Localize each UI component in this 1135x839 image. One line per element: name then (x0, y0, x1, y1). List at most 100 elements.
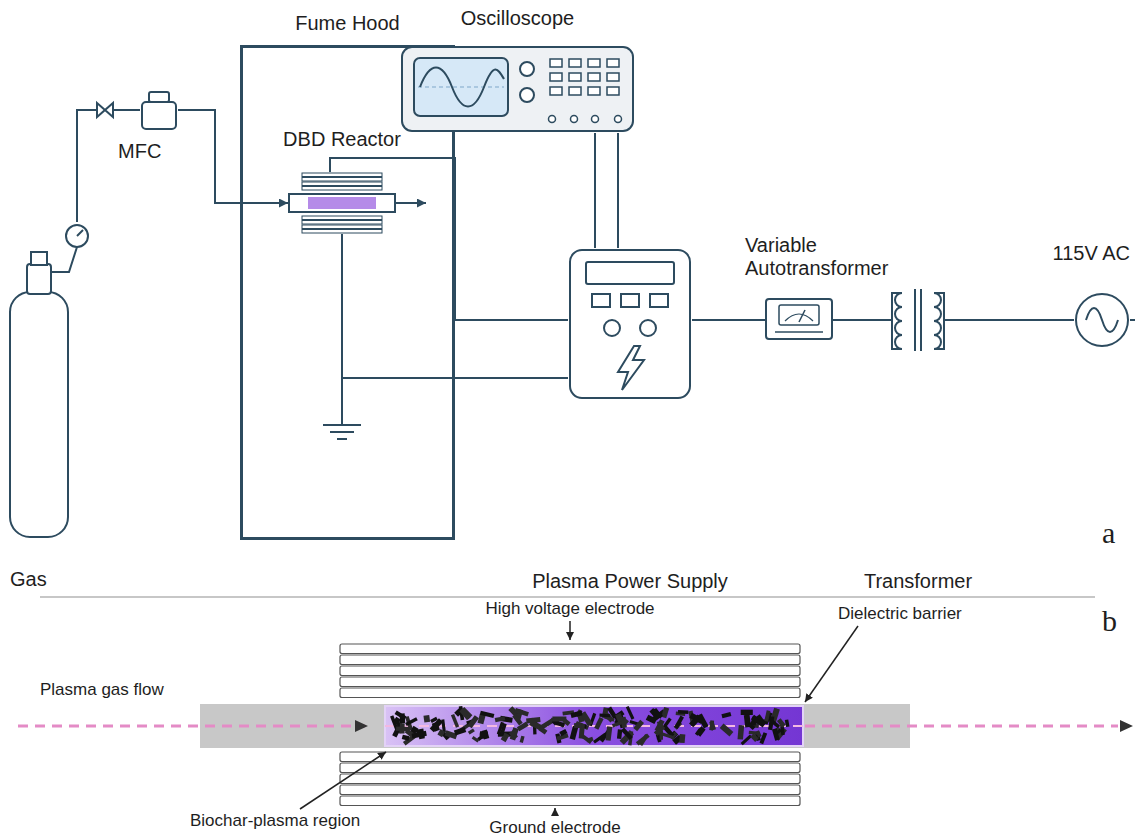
biochar-particle (520, 736, 525, 743)
node-label: DBD Reactor (283, 128, 401, 151)
biochar-particle (661, 707, 669, 718)
biochar-particle (480, 733, 487, 739)
electrode-plate (340, 655, 800, 665)
panel-separator (40, 596, 1095, 598)
connector (595, 133, 618, 248)
leader-line (569, 621, 571, 640)
electrode-plates (340, 644, 800, 806)
gas-cylinder-icon (5, 222, 90, 542)
oscilloscope-icon (400, 45, 635, 133)
biochar-particle (526, 717, 540, 723)
ground-wire (342, 234, 568, 425)
transformer-symbol (888, 283, 948, 357)
ground-symbol (323, 425, 361, 439)
mfc-icon (140, 90, 178, 130)
biochar-particle (395, 710, 407, 720)
biochar-particle (660, 732, 675, 740)
dielectric-tube (200, 704, 910, 748)
biochar-particle (393, 717, 401, 725)
outlet-arrow (396, 202, 426, 204)
biochar-particle (412, 731, 427, 739)
biochar-particle (720, 724, 734, 737)
biochar-particle (454, 727, 466, 736)
panel-letter: b (1102, 604, 1117, 639)
biochar-particle (593, 733, 606, 744)
biochar-particle (741, 710, 753, 715)
biochar-particle (459, 708, 470, 720)
biochar-particle (772, 728, 780, 740)
node-label: MFC (118, 140, 161, 163)
part-label: Dielectric barrier (838, 604, 962, 624)
biochar-particle (697, 713, 708, 728)
node-label: Fume Hood (295, 12, 400, 35)
wire-stub (1130, 319, 1135, 321)
electrode-plate (340, 666, 800, 676)
biochar-particle (495, 716, 506, 722)
biochar-particle (594, 717, 603, 730)
biochar-particle (768, 716, 774, 730)
electrode-plate (340, 796, 800, 806)
biochar-particle (636, 733, 650, 745)
biochar-particle (432, 722, 440, 732)
biochar-particle (747, 722, 755, 730)
node-label: Plasma Power Supply (532, 570, 728, 593)
mass-flow-controller: MFC (140, 90, 178, 130)
electrode-plate (340, 644, 800, 654)
transformer: Transformer (888, 283, 948, 357)
biochar-particle (580, 711, 592, 726)
biochar-particle (721, 712, 731, 718)
biochar-particle (651, 708, 663, 718)
biochar-particle (468, 728, 475, 734)
gas-cylinder: Gas (5, 222, 90, 542)
biochar-particle (750, 733, 759, 742)
node-label: Transformer (864, 570, 972, 593)
valve-symbol (97, 103, 113, 117)
electrode-plate (340, 763, 800, 773)
biochar-particle (678, 710, 688, 714)
ac-source: 115V AC (1074, 292, 1130, 348)
biochar-particle (405, 717, 418, 726)
node-label: Oscilloscope (461, 7, 574, 30)
plasma-power-supply: Plasma Power Supply (568, 248, 692, 400)
biochar-particle (480, 711, 495, 718)
panel-letter: a (1102, 516, 1115, 551)
biochar-particle (423, 715, 430, 723)
biochar-particle (674, 716, 684, 729)
electrode-plate (340, 688, 800, 698)
biochar-particle (497, 722, 504, 735)
part-label: Ground electrode (489, 818, 620, 838)
autotransformer-icon (765, 298, 833, 340)
connector (178, 110, 288, 203)
biochar-particle (512, 714, 522, 726)
reactor-icon (288, 172, 396, 234)
biochar-particle (657, 721, 664, 729)
leader-line (554, 808, 556, 816)
variable-autotransformer: Variable Autotransformer (765, 298, 833, 340)
biochar-particle (738, 725, 745, 740)
biochar-particle (396, 726, 410, 731)
biochar-particle (552, 716, 566, 721)
electrode-plate (340, 752, 800, 762)
biochar-particle (402, 735, 410, 741)
ac-source-icon (1074, 292, 1130, 348)
biochar-particle (437, 729, 445, 737)
electrode-plate (340, 785, 800, 795)
biochar-particle (679, 734, 685, 743)
leader-line (805, 626, 858, 702)
biochar-particle (472, 736, 480, 742)
biochar-particle (605, 726, 612, 741)
node-label: 115V AC (1053, 242, 1130, 265)
biochar-particle (559, 729, 567, 736)
node-label: Gas (10, 568, 47, 591)
oscilloscope: Oscilloscope (400, 45, 635, 133)
biochar-particle (574, 723, 582, 728)
biochar-particle (538, 726, 547, 734)
biochar-particle (570, 711, 582, 718)
electrode-plate (340, 677, 800, 687)
connector (692, 319, 765, 321)
biochar-particle (709, 721, 716, 731)
biochar-particle (510, 727, 519, 740)
leader-line (300, 752, 386, 809)
connector (833, 319, 888, 321)
biochar-particle (777, 718, 786, 727)
